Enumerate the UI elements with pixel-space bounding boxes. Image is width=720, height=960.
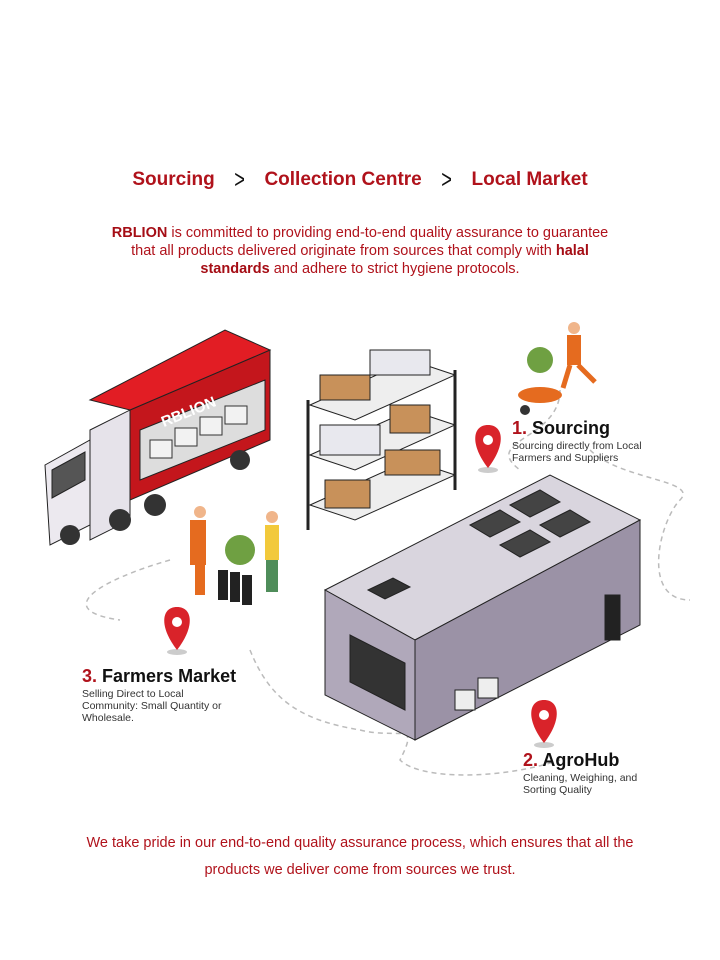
- breadcrumb: Sourcing > Collection Centre > Local Mar…: [0, 164, 720, 195]
- footer-statement: We take pride in our end-to-end quality …: [86, 835, 634, 878]
- warehouse-shelf-illustration: [306, 349, 457, 530]
- intro-text: is committed to providing end-to-end qua…: [131, 225, 609, 259]
- intro-paragraph: RBLION is committed to providing end-to-…: [110, 224, 610, 278]
- chevron-right-icon: >: [234, 164, 245, 194]
- step-description: Cleaning, Weighing, and Sorting Quality: [523, 772, 638, 796]
- intro-text-end: and adhere to strict hygiene protocols.: [269, 261, 520, 277]
- location-pin-icon: [475, 425, 501, 473]
- step-agrohub: 2. AgroHub Cleaning, Weighing, and Sorti…: [523, 750, 663, 796]
- breadcrumb-sourcing: Sourcing: [132, 168, 215, 190]
- step-description: Sourcing directly from Local Farmers and…: [512, 440, 642, 464]
- step-description: Selling Direct to Local Community: Small…: [82, 688, 222, 724]
- breadcrumb-collection-centre: Collection Centre: [264, 168, 422, 190]
- farmers-market-people-illustration: [190, 506, 279, 605]
- breadcrumb-local-market: Local Market: [471, 168, 588, 190]
- agrohub-building-illustration: [323, 474, 642, 741]
- step-title-text: Farmers Market: [102, 666, 237, 686]
- step-title: 2. AgroHub: [523, 750, 663, 770]
- farmer-with-plants-illustration: [518, 322, 597, 415]
- step-title: 1. Sourcing: [512, 418, 672, 438]
- step-number: 1.: [512, 418, 528, 438]
- step-title-text: AgroHub: [542, 750, 620, 770]
- location-pin-icon: [164, 607, 190, 655]
- step-title-text: Sourcing: [532, 418, 611, 438]
- step-farmers-market: 3. Farmers Market Selling Direct to Loca…: [82, 666, 237, 724]
- dashed-route: [85, 389, 691, 776]
- halal-highlight: halal standards: [200, 243, 589, 277]
- step-number: 3.: [82, 666, 98, 686]
- truck-illustration: RBLION: [44, 329, 272, 546]
- chevron-right-icon: >: [441, 164, 452, 194]
- step-title: 3. Farmers Market: [82, 666, 237, 686]
- brand-name: RBLION: [111, 225, 168, 241]
- supply-chain-illustration: RBLION: [44, 322, 691, 776]
- location-pin-icon: [531, 700, 557, 748]
- step-sourcing: 1. Sourcing Sourcing directly from Local…: [512, 418, 672, 464]
- step-number: 2.: [523, 750, 539, 770]
